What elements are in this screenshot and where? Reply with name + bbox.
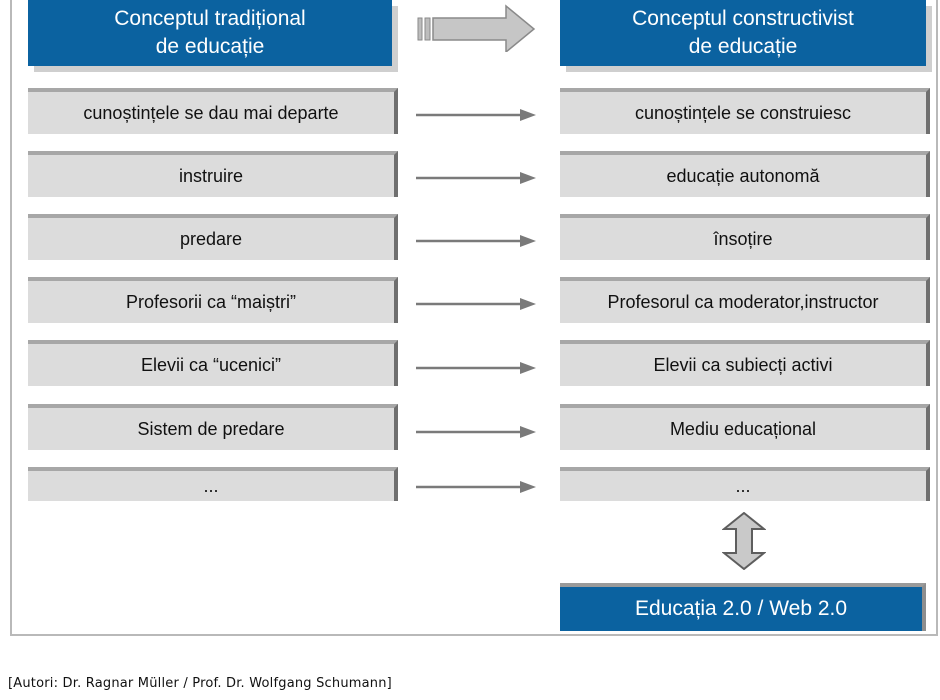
constructivist-item-label: Elevii ca subiecți activi bbox=[653, 354, 833, 375]
traditional-item-label: ... bbox=[203, 475, 219, 496]
traditional-item-label: cunoștințele se dau mai departe bbox=[83, 102, 339, 123]
result-box-education-web: Educația 2.0 / Web 2.0 bbox=[560, 583, 926, 631]
traditional-item-label: Sistem de predare bbox=[137, 418, 285, 439]
constructivist-item: educație autonomă bbox=[560, 151, 930, 197]
constructivist-item-label: cunoștințele se construiesc bbox=[634, 102, 852, 123]
traditional-item: ... bbox=[28, 467, 398, 501]
header-constructivist-line2: de educație bbox=[688, 35, 798, 58]
constructivist-item: Mediu educațional bbox=[560, 404, 930, 450]
constructivist-item-label: educație autonomă bbox=[666, 165, 820, 186]
traditional-item-label: instruire bbox=[178, 165, 244, 186]
constructivist-item: însoțire bbox=[560, 214, 930, 260]
header-traditional-line1: Conceptul tradițional bbox=[114, 7, 306, 30]
traditional-item: cunoștințele se dau mai departe bbox=[28, 88, 398, 134]
double-arrow-icon bbox=[722, 512, 766, 570]
right-arrow-icon bbox=[416, 172, 536, 184]
right-arrow-icon bbox=[416, 426, 536, 438]
traditional-item: instruire bbox=[28, 151, 398, 197]
right-arrow-icon bbox=[416, 298, 536, 310]
result-box-label: Educația 2.0 / Web 2.0 bbox=[634, 597, 848, 620]
traditional-item: Sistem de predare bbox=[28, 404, 398, 450]
header-constructivist-line1: Conceptul constructivist bbox=[632, 7, 854, 30]
right-arrow-icon bbox=[416, 481, 536, 493]
constructivist-item: Profesorul ca moderator,instructor bbox=[560, 277, 930, 323]
big-right-arrow-icon bbox=[417, 4, 536, 52]
header-traditional-line2: de educație bbox=[155, 35, 265, 58]
traditional-item: predare bbox=[28, 214, 398, 260]
right-arrow-icon bbox=[416, 362, 536, 374]
constructivist-item-label: însoțire bbox=[713, 228, 773, 249]
constructivist-item-label: Profesorul ca moderator,instructor bbox=[607, 291, 879, 312]
header-constructivist: Conceptul constructivist de educație bbox=[560, 0, 926, 66]
constructivist-item: cunoștințele se construiesc bbox=[560, 88, 930, 134]
right-arrow-icon bbox=[416, 235, 536, 247]
traditional-item: Elevii ca “ucenici” bbox=[28, 340, 398, 386]
header-traditional: Conceptul tradițional de educație bbox=[28, 0, 392, 66]
constructivist-item-label: Mediu educațional bbox=[669, 418, 817, 439]
traditional-item-label: Elevii ca “ucenici” bbox=[140, 354, 282, 375]
right-arrow-icon bbox=[416, 109, 536, 121]
authors-caption: [Autori: Dr. Ragnar Müller / Prof. Dr. W… bbox=[8, 676, 392, 691]
traditional-item: Profesorii ca “maiștri” bbox=[28, 277, 398, 323]
constructivist-item: ... bbox=[560, 467, 930, 501]
constructivist-item-label: ... bbox=[735, 475, 751, 496]
constructivist-item: Elevii ca subiecți activi bbox=[560, 340, 930, 386]
traditional-item-label: predare bbox=[179, 228, 243, 249]
traditional-item-label: Profesorii ca “maiștri” bbox=[125, 291, 297, 312]
